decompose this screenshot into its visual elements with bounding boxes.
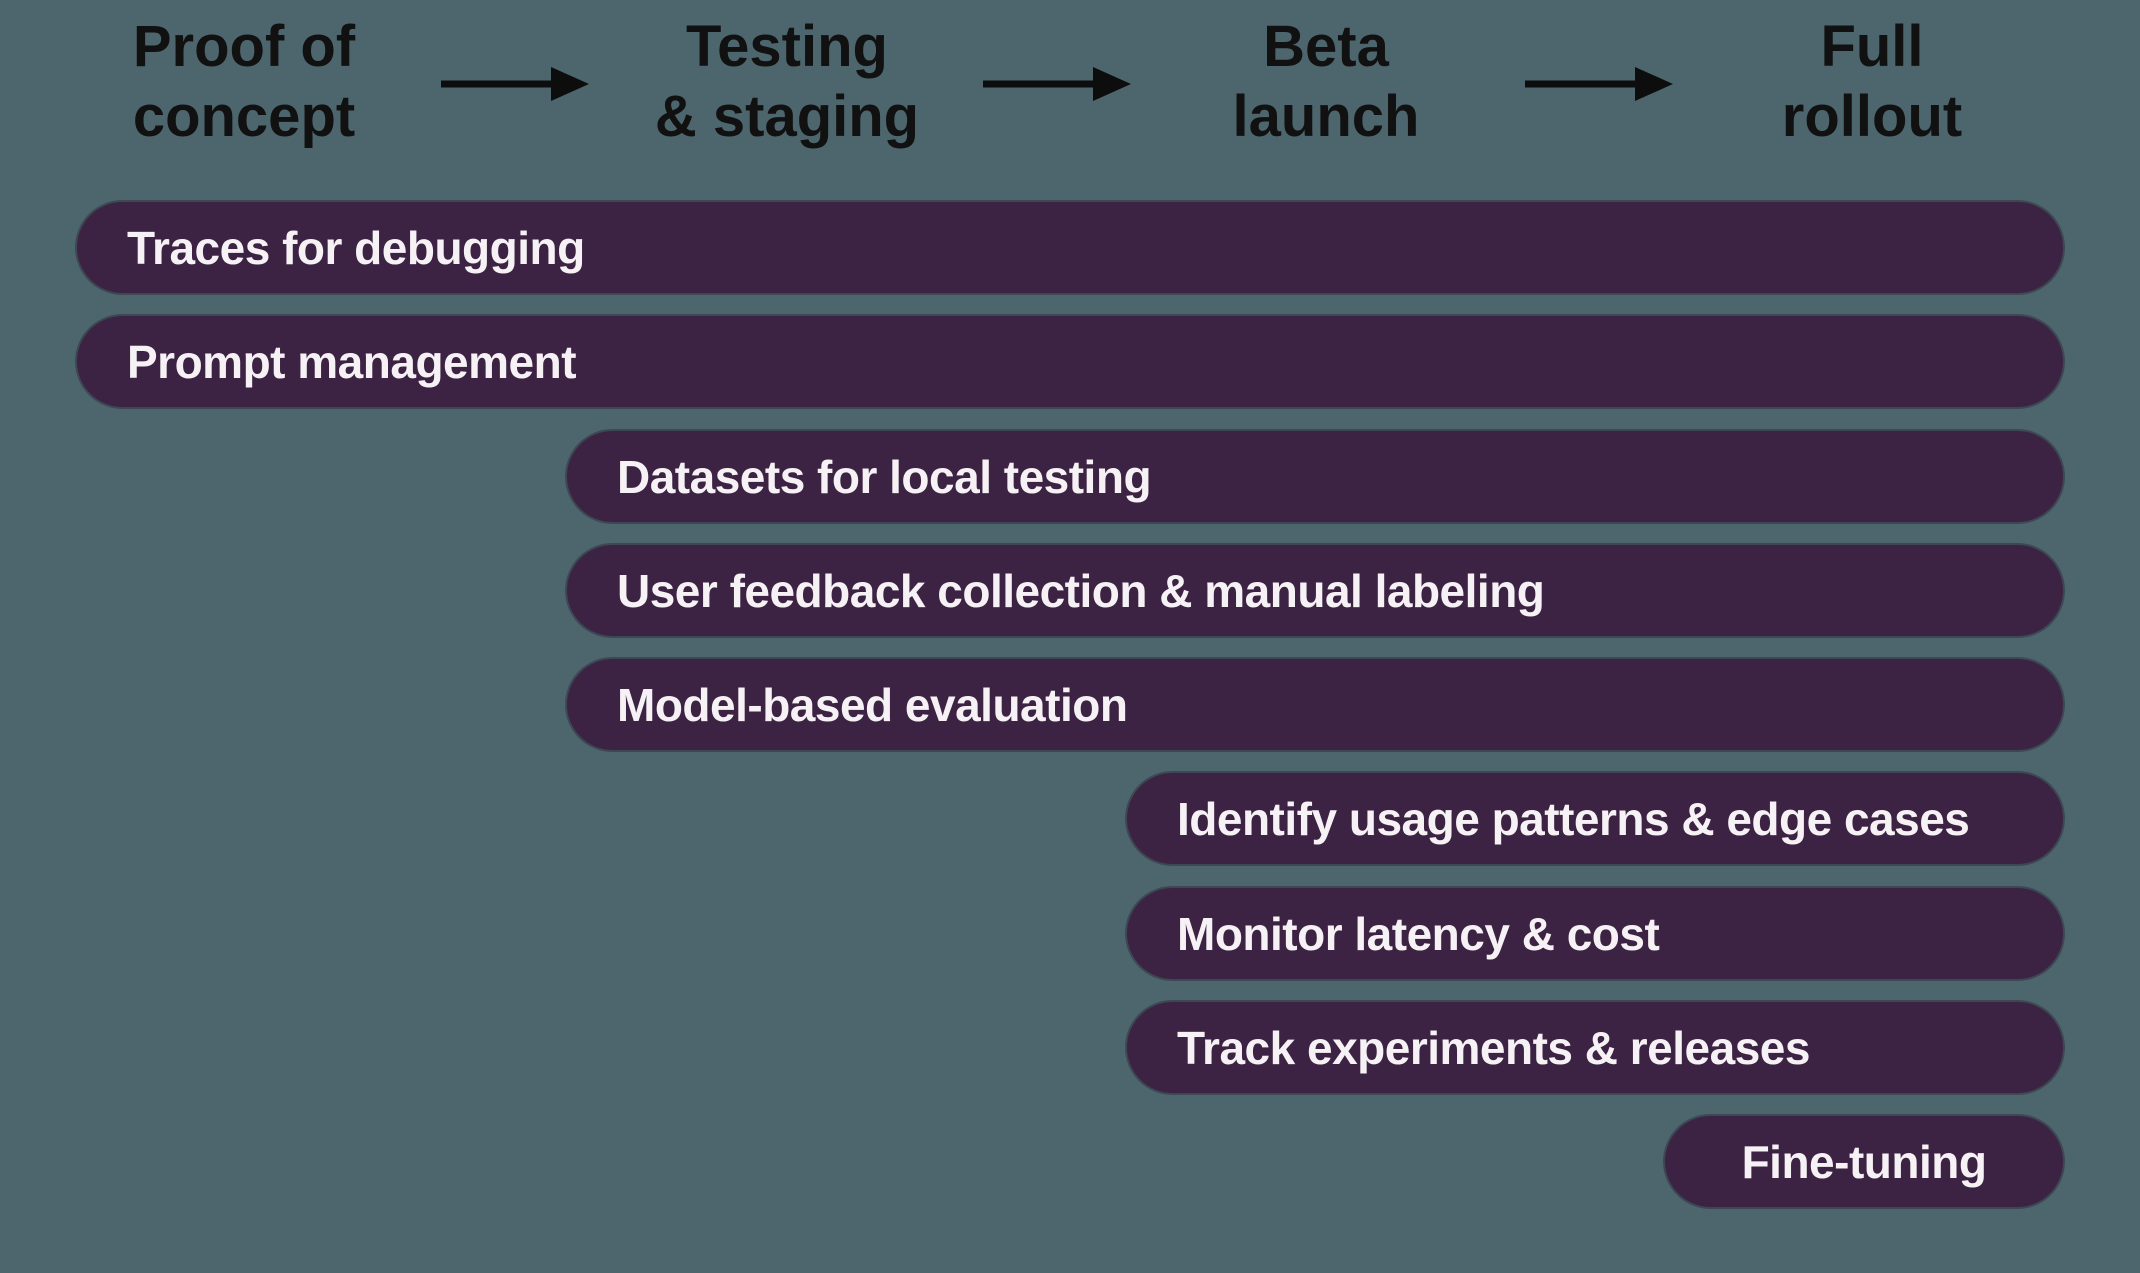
capability-bar-prompt-management: Prompt management [77, 316, 2063, 407]
capability-bar-model-based-evaluation: Model-based evaluation [567, 659, 2063, 750]
flow-arrow-icon [1525, 65, 1673, 103]
flow-arrow-icon [441, 65, 589, 103]
capability-bar-datasets-local-testing: Datasets for local testing [567, 431, 2063, 522]
capability-bar-usage-patterns: Identify usage patterns & edge cases [1127, 773, 2063, 864]
capability-bar-track-experiments: Track experiments & releases [1127, 1002, 2063, 1093]
stage-label-beta-launch: Beta launch [1232, 14, 1420, 149]
stage-label-full-rollout: Full rollout [1781, 14, 1963, 149]
stage-label-proof-of-concept: Proof of concept [132, 14, 356, 149]
capability-bar-user-feedback-labeling: User feedback collection & manual labeli… [567, 545, 2063, 636]
capability-bar-fine-tuning: Fine-tuning [1665, 1116, 2063, 1207]
capability-bar-monitor-latency-cost: Monitor latency & cost [1127, 888, 2063, 979]
stage-label-testing-staging: Testing & staging [654, 14, 920, 149]
capability-bar-traces-for-debugging: Traces for debugging [77, 202, 2063, 293]
flow-arrow-icon [983, 65, 1131, 103]
